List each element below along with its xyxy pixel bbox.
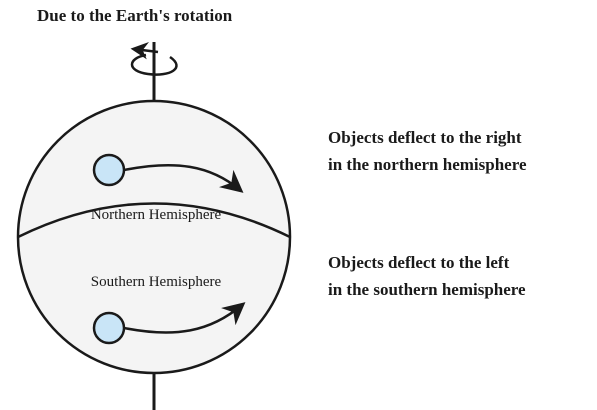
- north-object-icon: [92, 153, 126, 187]
- rotation-arrow-icon: [130, 42, 178, 76]
- north-deflection-arrow-icon: [123, 163, 244, 193]
- south-object-icon: [92, 311, 126, 345]
- southern-hemisphere-label: Southern Hemisphere: [90, 274, 222, 290]
- diagram-title: Due to the Earth's rotation: [37, 6, 233, 25]
- south-caption-line1: Objects deflect to the left: [328, 253, 510, 272]
- north-caption: Objects deflect to the right in the nort…: [328, 124, 527, 178]
- northern-hemisphere-label: Northern Hemisphere: [90, 207, 222, 223]
- equator: [17, 202, 291, 239]
- north-caption-line2: in the northern hemisphere: [328, 155, 527, 174]
- south-caption: Objects deflect to the left in the south…: [328, 249, 526, 303]
- north-caption-line1: Objects deflect to the right: [328, 128, 522, 147]
- south-deflection-arrow-icon: [123, 302, 246, 334]
- south-caption-line2: in the southern hemisphere: [328, 280, 526, 299]
